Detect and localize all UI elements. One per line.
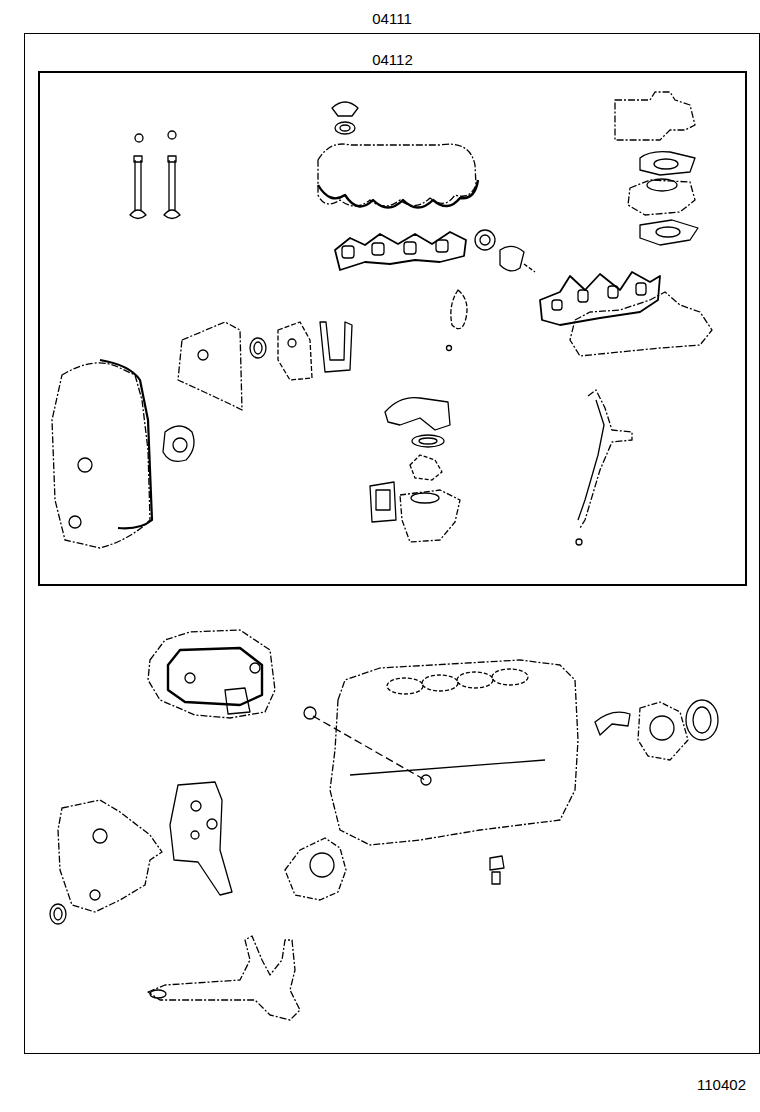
dipstick-guide	[576, 390, 632, 545]
kit-boundary-box: 04112	[38, 71, 747, 586]
rear-oil-seal-retainer	[595, 700, 718, 760]
oil-pan-and-covers	[148, 630, 316, 719]
valve-cover-gasket	[318, 102, 478, 208]
kit-boundary-box: 0411104112	[24, 33, 760, 1054]
oil-strainer-gasket	[148, 936, 300, 1020]
valves	[130, 131, 180, 219]
water-pump-gaskets	[370, 398, 460, 542]
cylinder-block-gaskets	[313, 660, 578, 884]
front-cover-gaskets	[50, 782, 346, 924]
water-outlet-gaskets	[615, 92, 698, 245]
timing-cover-gaskets	[52, 322, 352, 548]
kit-part-number: 04112	[40, 51, 745, 68]
kit-part-number: 04111	[25, 10, 759, 27]
figure-number: 110402	[697, 1076, 746, 1093]
intake-manifold-gasket	[335, 230, 535, 272]
exhaust-manifold-gasket	[447, 272, 713, 356]
